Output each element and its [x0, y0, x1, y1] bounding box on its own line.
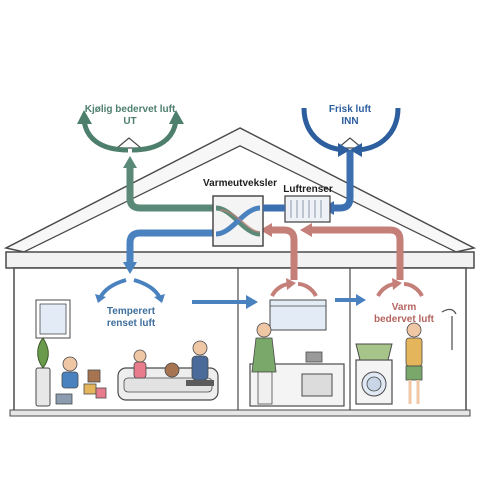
air-purifier-label: Luftrenser: [283, 184, 333, 195]
extract-ducts: [260, 223, 404, 280]
house-body: [9, 267, 471, 417]
exhaust-label-line2: UT: [123, 116, 136, 127]
heat-exchanger: [212, 195, 264, 247]
tempered-air-label-line2: renset luft: [107, 318, 156, 329]
exhaust-out-arrows: [77, 110, 184, 153]
living-room: [35, 299, 219, 407]
fresh-air-label-line1: Frisk luft: [329, 104, 372, 115]
room-flow-arrows: [192, 294, 366, 309]
warm-air-label-line1: Varm: [392, 302, 417, 313]
air-purifier: [263, 195, 331, 223]
warm-air-label-line2: bedervet luft: [374, 314, 435, 325]
extract-intake-arrows: [270, 278, 424, 298]
laundry-room: [355, 308, 457, 405]
exhaust-duct: [123, 156, 213, 212]
roof-vents: [115, 137, 364, 149]
tempered-air-label-line1: Temperert: [107, 306, 156, 317]
fresh-air-label-line2: INN: [341, 116, 358, 127]
fresh-in-arrows: [301, 107, 401, 157]
supply-duct: [123, 229, 213, 274]
kitchen: [249, 299, 345, 407]
supply-diffuser-arrows: [95, 278, 165, 303]
heat-exchanger-label: Varmeutveksler: [203, 178, 277, 189]
exhaust-label-line1: Kjølig bedervet luft: [85, 104, 176, 115]
